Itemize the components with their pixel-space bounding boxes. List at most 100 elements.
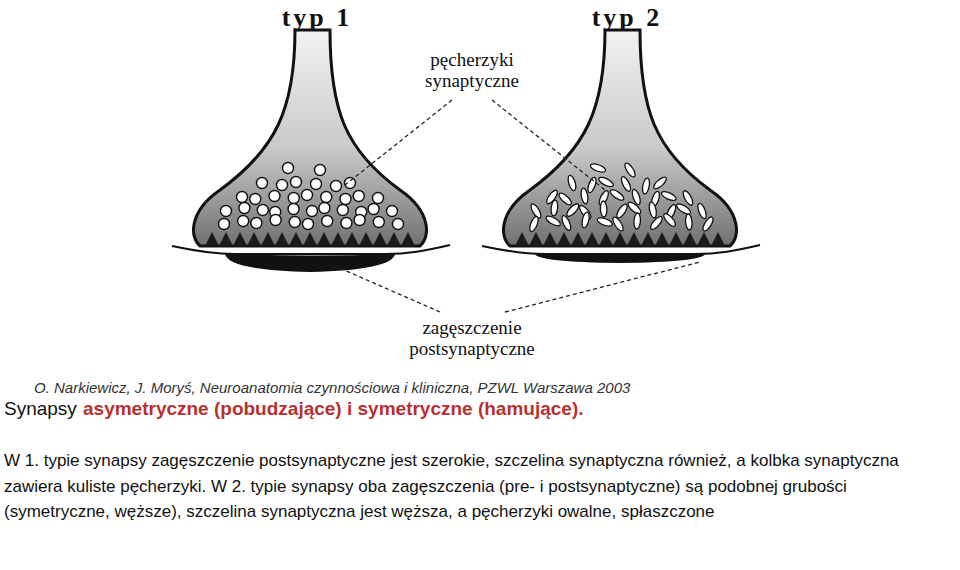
terminal-outline [193, 30, 426, 246]
oval-vesicle [589, 162, 606, 173]
round-vesicle [337, 205, 348, 216]
density-tooth [261, 232, 275, 246]
oval-vesicle [701, 216, 715, 233]
round-vesicle [277, 180, 288, 191]
oval-vesicle [611, 216, 625, 233]
oval-vesicle [662, 212, 677, 228]
round-vesicle [238, 216, 249, 227]
vesicle-group [528, 162, 715, 233]
round-vesicle [239, 203, 250, 214]
oval-vesicle [580, 188, 589, 205]
round-vesicle [373, 217, 384, 228]
synaptic-terminal [193, 30, 426, 246]
density-tooth [205, 232, 219, 246]
oval-vesicle [557, 191, 573, 207]
round-vesicle [307, 206, 318, 217]
round-vesicle [288, 193, 299, 204]
oval-vesicle [615, 203, 629, 220]
oval-vesicle [626, 200, 642, 215]
round-vesicle [315, 165, 326, 176]
presynaptic-density [205, 232, 415, 246]
density-tooth [387, 232, 401, 246]
oval-vesicle [560, 214, 572, 231]
density-tooth [613, 232, 627, 246]
oval-vesicle [597, 176, 614, 189]
density-tooth [627, 232, 641, 246]
density-tooth [711, 232, 725, 246]
density-tooth [331, 232, 345, 246]
round-vesicle [289, 217, 300, 228]
structure-label: zagęszczenie postsynaptyczne [372, 318, 572, 360]
heading-text: asymetryczne (pobudzające) i symetryczne… [83, 398, 584, 421]
round-vesicle [257, 205, 268, 216]
oval-vesicle [600, 201, 607, 217]
type-label: typ 1 [262, 2, 372, 33]
density-tooth [697, 232, 711, 246]
oval-vesicle [633, 213, 641, 229]
density-tooth [275, 232, 289, 246]
round-vesicle [341, 218, 352, 229]
density-tooth [289, 232, 303, 246]
density-tooth [529, 232, 543, 246]
density-tooth [585, 232, 599, 246]
oval-vesicle [620, 175, 633, 192]
density-tooth [571, 232, 585, 246]
oval-vesicle [685, 214, 693, 230]
round-vesicle [345, 178, 356, 189]
density-tooth [373, 232, 387, 246]
density-tooth [557, 232, 571, 246]
postsynaptic-membrane [482, 245, 760, 254]
density-tooth [219, 232, 233, 246]
round-vesicle [269, 191, 280, 202]
density-tooth [543, 232, 557, 246]
density-tooth [303, 232, 317, 246]
oval-vesicle [696, 202, 708, 219]
density-tooth [669, 232, 683, 246]
description-text: W 1. typie synapsy zagęszczenie postsyna… [4, 448, 954, 525]
round-vesicle [353, 191, 364, 202]
round-vesicle [321, 192, 332, 203]
oval-vesicle [652, 175, 668, 190]
oval-vesicle [596, 216, 613, 227]
round-vesicle [311, 179, 322, 190]
round-vesicle [340, 194, 351, 205]
oval-vesicle [649, 215, 664, 231]
postsynaptic-density [225, 254, 395, 272]
density-tooth [233, 232, 247, 246]
type-label: typ 2 [572, 2, 682, 33]
round-vesicle [237, 192, 248, 203]
leader-line [492, 100, 605, 190]
oval-vesicle [660, 190, 677, 203]
oval-vesicle [641, 178, 650, 195]
presynaptic-density [515, 232, 725, 246]
round-vesicle [250, 194, 261, 205]
density-tooth [359, 232, 373, 246]
round-vesicle [257, 178, 268, 189]
round-vesicle [288, 204, 299, 215]
oval-vesicle [565, 202, 581, 218]
round-vesicle [387, 206, 398, 217]
round-vesicle [319, 203, 330, 214]
oval-vesicle [581, 211, 591, 228]
round-vesicle [219, 219, 230, 230]
oval-vesicle [545, 214, 562, 227]
oval-vesicle [623, 162, 637, 179]
density-tooth [317, 232, 331, 246]
synaptic-terminal [503, 30, 736, 246]
oval-vesicle [528, 215, 540, 232]
round-vesicle [270, 215, 281, 226]
density-tooth [247, 232, 261, 246]
density-tooth [655, 232, 669, 246]
round-vesicle [283, 163, 294, 174]
density-tooth [515, 232, 529, 246]
postsynaptic-density [535, 254, 705, 263]
round-vesicle [291, 177, 302, 188]
round-vesicle [322, 216, 333, 227]
source-citation: O. Narkiewicz, J. Moryś, Neuroanatomia c… [34, 379, 934, 397]
density-tooth [683, 232, 697, 246]
round-vesicle [302, 190, 313, 201]
vesicle-group [219, 163, 404, 230]
oval-vesicle [567, 174, 578, 191]
oval-vesicle [681, 189, 694, 206]
density-tooth [345, 232, 359, 246]
